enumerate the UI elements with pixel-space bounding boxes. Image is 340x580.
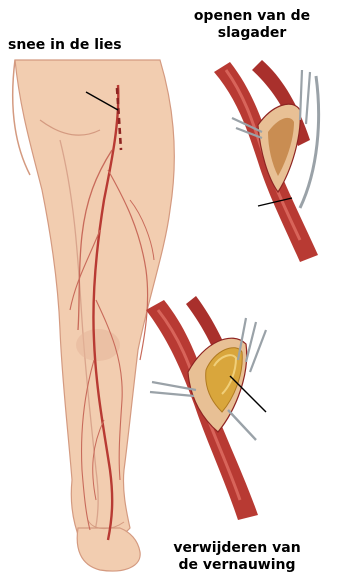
surgical-clamp-icon	[228, 410, 256, 440]
surgical-clamp-icon	[300, 70, 310, 124]
plaque-removal-illustration	[146, 296, 266, 520]
open-artery-label-line2: slagader	[218, 25, 286, 41]
incision-label: snee in de lies	[8, 37, 122, 54]
remove-plaque-label-line2: de vernauwing	[178, 557, 295, 573]
open-artery-label-line1: openen van de	[194, 8, 310, 24]
remove-plaque-label-line1: verwijderen van	[173, 540, 300, 556]
knee-shade	[76, 329, 120, 361]
artery-opening-illustration	[214, 60, 319, 262]
